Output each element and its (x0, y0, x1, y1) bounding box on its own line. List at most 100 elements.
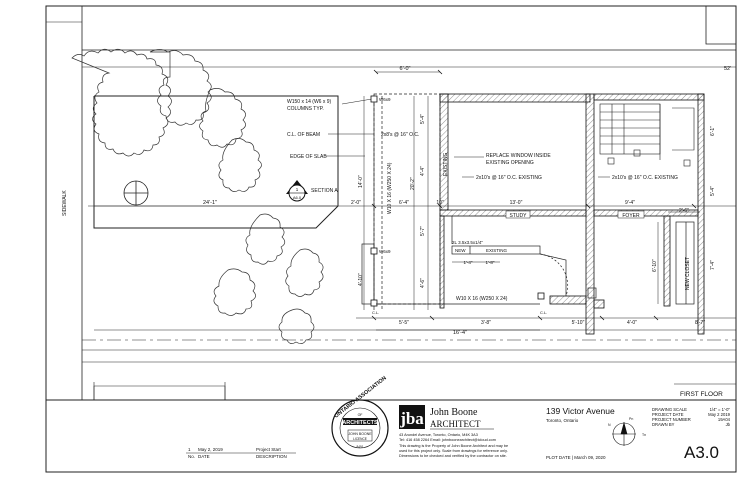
dim-5-10: 5'-10" (572, 320, 585, 326)
seal-number: 8491 (356, 445, 363, 449)
steel-columns (370, 95, 545, 307)
seal-of: OF (358, 413, 363, 417)
w6x9-top: W6x9 (379, 97, 391, 102)
north-label-tn: Tn (642, 433, 646, 437)
section-marker-number: 1 (296, 187, 299, 192)
dim-14-0: 14'-0" (358, 175, 364, 188)
dim-4-6: 4'-6" (420, 278, 426, 288)
vertical-beam-note: W10 X 16 (W250 X 24) (387, 162, 393, 214)
disclaimer-3: Dimensions to be checked and verified by… (399, 454, 507, 458)
tree-canopy-7 (285, 248, 324, 297)
dim-4-0: 4'-0" (627, 320, 637, 326)
replace-window-note-2: EXISTING OPENING (486, 160, 534, 166)
section-marker (286, 180, 308, 202)
interior-walls (451, 216, 695, 305)
bottom-beam-note: W10 X 16 (W250 X 24) (456, 296, 508, 302)
info-value-number: 19A04 (718, 417, 731, 422)
sidewalk-label: SIDEWALK (62, 190, 68, 216)
project-city: Toronto, Ontario (546, 418, 579, 423)
dim-9-4: 9'-4" (625, 200, 635, 206)
firm-name: John Boone (430, 407, 478, 418)
room-closet: NEW CLOSET (685, 257, 691, 290)
rev-date: May 2, 2019 (198, 447, 223, 452)
info-value-scale: 1/4" = 1'-0" (710, 407, 731, 412)
beam-centre-note: C.L. OF BEAM (287, 132, 320, 138)
existing-beam-label: EXISTING (486, 248, 508, 253)
dim-2-0: 2'-0" (351, 200, 361, 206)
tree-canopy-6 (213, 268, 256, 316)
dim-5-4-left: 5'-4" (420, 114, 426, 124)
dim-6-1: 6'-1" (710, 126, 716, 136)
info-label-scale: DRAWING SCALE (652, 407, 687, 412)
joists-right-note: 2x10's @ 16" O.C. EXISTING (612, 175, 678, 181)
dim-5-7: 5'-7" (420, 226, 426, 236)
dim-4-4: 4'-4" (420, 166, 426, 176)
col-date: DATE (198, 454, 210, 459)
dim-13-0: 13'-0" (510, 200, 523, 206)
firm-contact: Tel: 416 458 2264 Email: johnboonearchit… (399, 438, 496, 442)
dim-6-4: 6'-4" (399, 200, 409, 206)
dim-top-52: 52' (724, 66, 731, 72)
project-name: 139 Victor Avenue (546, 406, 615, 416)
dim-10: 10" (436, 200, 444, 206)
study-tag-box (505, 210, 531, 219)
tree-canopy-5 (245, 213, 286, 265)
dim-24-1: 24'-1" (203, 200, 217, 206)
centreline-label-right: C.L. (540, 310, 547, 315)
tree-canopy (71, 48, 172, 157)
w6x9-mid: W6x9 (379, 249, 391, 254)
sheet-number: A3.0 (684, 443, 719, 462)
disclaimer-1: This drawing is the Property of John Boo… (399, 444, 508, 448)
angle-note: 2L 3.5x3.5x1/4" (452, 240, 483, 245)
columns-note-line2: COLUMNS TYP. (287, 106, 324, 112)
section-a-label: SECTION A (311, 188, 338, 194)
tree-canopy-3 (199, 88, 246, 148)
info-value-drawn: Jb (726, 422, 731, 427)
firm-logo-box (399, 405, 425, 429)
rev-no: 1 (188, 447, 191, 452)
room-foyer: FOYER (622, 213, 640, 219)
existing-slab-outline (93, 95, 339, 229)
col-no: No. (188, 454, 195, 459)
col-desc: DESCRIPTION (256, 454, 287, 459)
floor-label: FIRST FLOOR (680, 391, 723, 398)
foyer-tag-box (617, 210, 645, 219)
seal-name: JOHN BOONE (348, 432, 372, 436)
architect-seal (331, 399, 389, 457)
tree-canopy-8 (278, 308, 315, 344)
survey-marker (123, 180, 149, 206)
dim-8-7: 8'-7" (695, 320, 705, 326)
seal-mid-text: ARCHITECTS (342, 420, 378, 426)
seal-licence: LICENCE (353, 437, 367, 441)
firm-logo: jba (399, 409, 424, 428)
room-study: STUDY (510, 213, 528, 219)
disclaimer-2: used for this project only. Scale from d… (399, 449, 508, 453)
north-label-n: N (608, 423, 611, 427)
centreline-label-left: C.L. (372, 310, 379, 315)
tree-canopy-4 (218, 138, 262, 192)
dimension-lines (88, 71, 736, 331)
north-label-pn: Pn (629, 417, 633, 421)
joists-left-note: 2x10's @ 16" O.C. EXISTING (476, 175, 542, 181)
dimension-ticks (371, 69, 697, 321)
info-label-number: PROJECT NUMBER (652, 417, 691, 422)
replace-window-note-1: REPLACE WINDOW INSIDE (486, 153, 551, 159)
dim-3-8: 3'-8" (481, 320, 491, 326)
firm-address: 43 Arundel Avenue, Toronto, Ontario, M4K… (399, 433, 478, 437)
sheet-border (45, 5, 737, 473)
dim-1-4: 1'-4" (464, 260, 473, 265)
dim-1-8: 1'-8" (486, 260, 495, 265)
info-value-date: May 2 2019 (708, 412, 731, 417)
section-marker-sheet: A6.0 (293, 195, 302, 200)
stair (599, 103, 695, 167)
north-arrow-icon (612, 421, 636, 446)
columns-note-leader (341, 98, 373, 105)
dim-top-6-0: 6'-0" (400, 66, 411, 72)
dim-4-10: 4'-10" (358, 273, 364, 286)
dim-16-4: 16'-4" (453, 330, 467, 336)
rev-desc: Project Start (256, 447, 282, 452)
edge-slab-note: EDGE OF SLAB (290, 154, 327, 160)
info-label-drawn: DRAWN BY (652, 422, 675, 427)
dim-5-5: 5'-5" (399, 320, 409, 326)
